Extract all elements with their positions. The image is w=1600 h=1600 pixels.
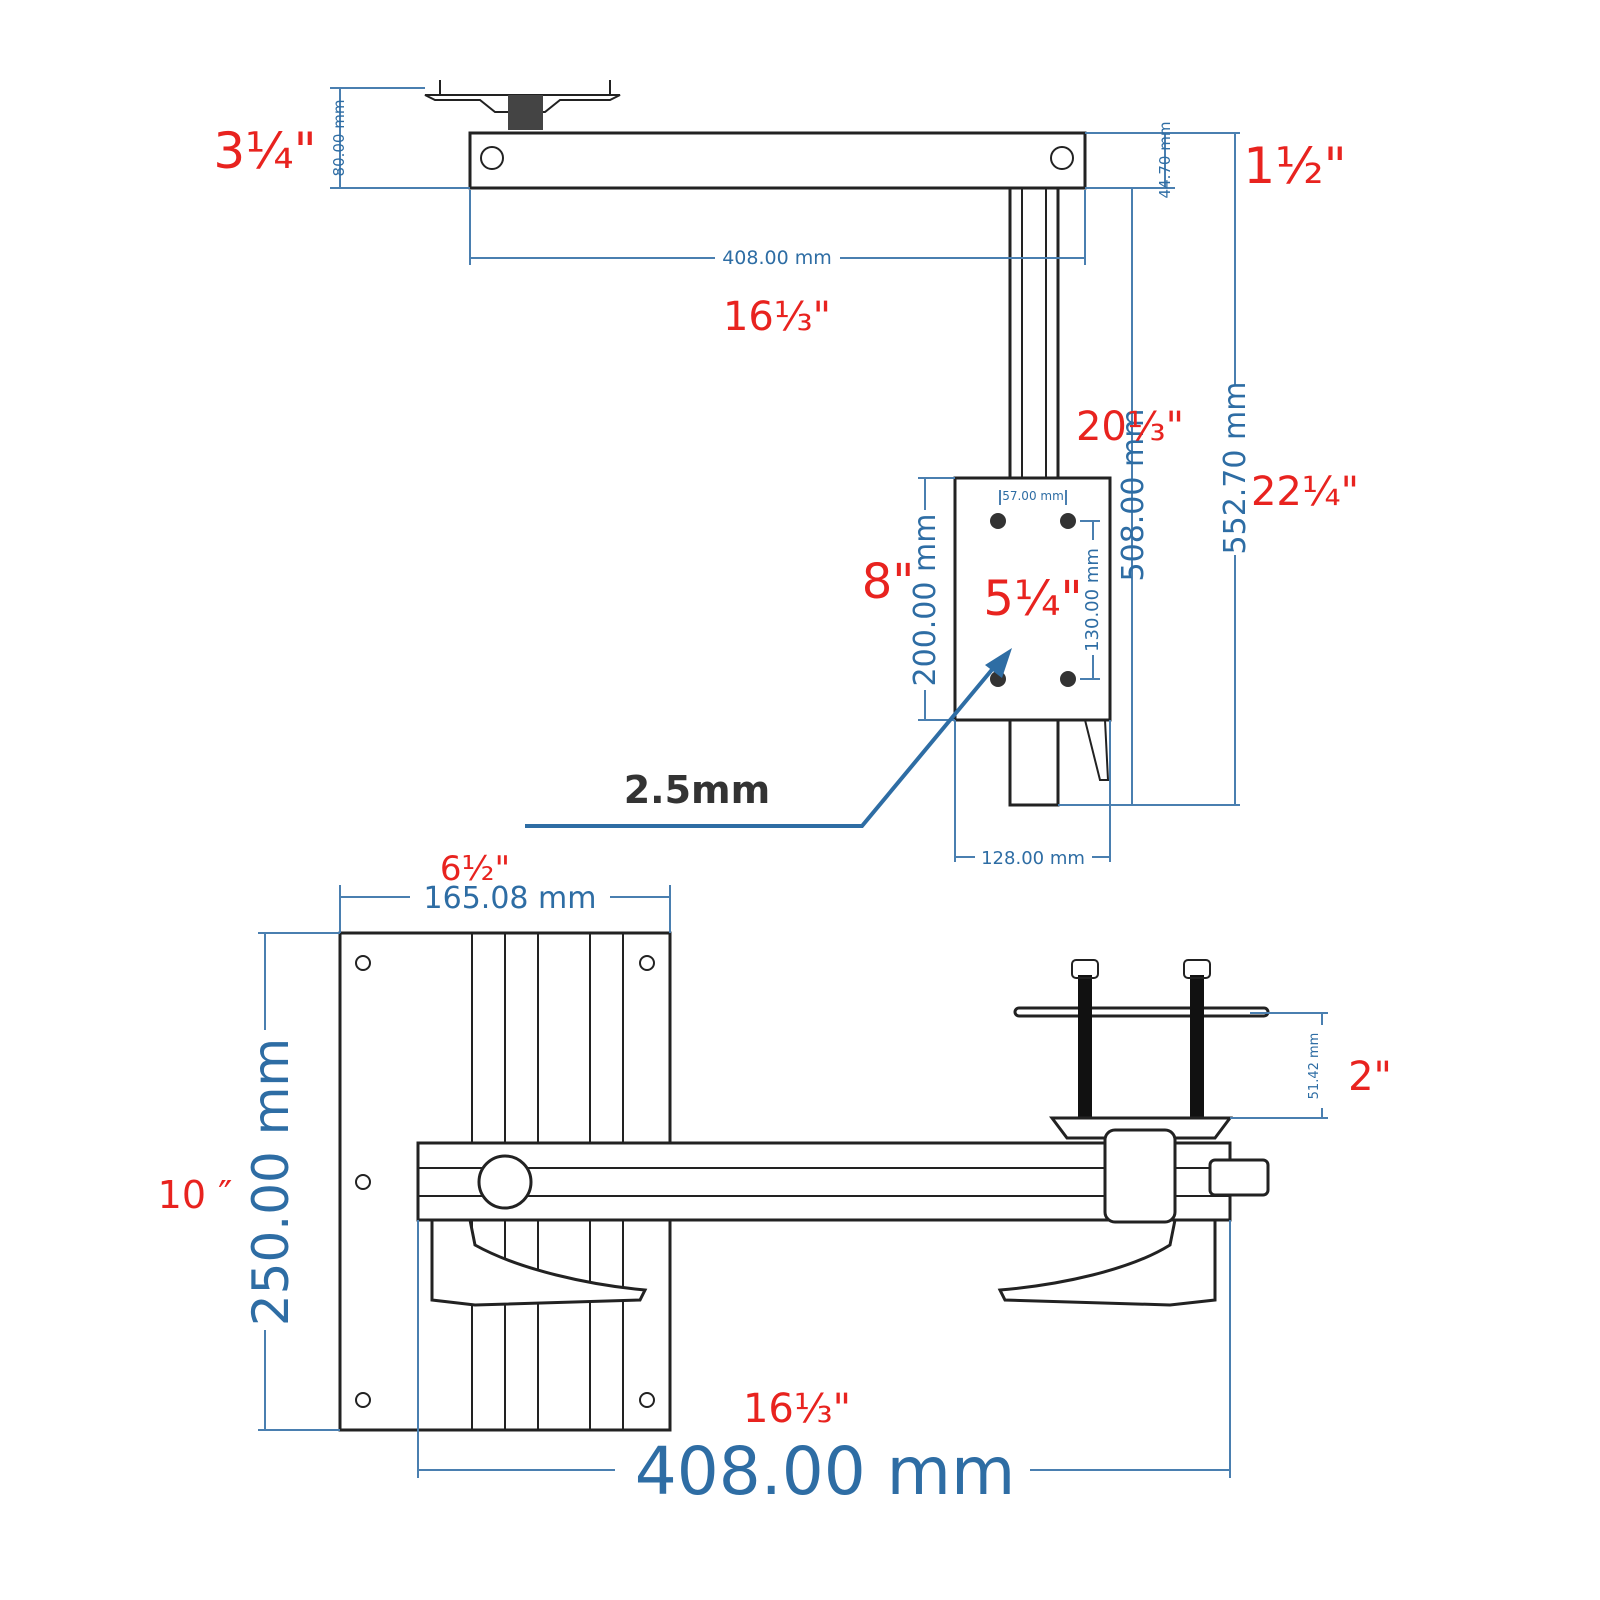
arm-length-mm: 408.00 mm	[635, 1433, 1016, 1510]
hole-spacing-v: 130.00 mm	[1082, 548, 1103, 652]
plate-height-mm: 250.00 mm	[242, 1038, 300, 1326]
bar-height-mm: 44.70 mm	[1156, 122, 1174, 199]
bar-height-in: 1½"	[1243, 137, 1346, 195]
top-width-mm: 408.00 mm	[722, 247, 832, 269]
top-width-in: 16⅓"	[723, 294, 831, 340]
mounting-holes	[990, 513, 1076, 687]
post-length-in: 20⅓"	[1076, 404, 1184, 450]
hole-spacing-h: 57.00 mm	[1002, 489, 1064, 503]
plate-width-in: 6½"	[440, 849, 510, 889]
hook	[1084, 719, 1110, 781]
adjust-knob	[477, 1154, 533, 1210]
plate-height-in: 3¼"	[213, 122, 316, 180]
end-cap	[1208, 1158, 1270, 1197]
post-length-mm: 508.00 mm	[1116, 409, 1151, 582]
total-height-mm: 552.70 mm	[1218, 382, 1253, 555]
plate-clamp	[508, 95, 543, 130]
bottom-view: 165.08 mm 6½" 250.00 mm 10 ″ 408.00 mm 1…	[158, 849, 1392, 1510]
box-width-in: 5¼"	[983, 571, 1082, 627]
plate-screws	[355, 955, 655, 1408]
clamp-gap-mm: 51.42 mm	[1307, 1033, 1322, 1100]
top-view: 408.00 mm 16⅓" 80.00 mm 3¼" 44.70 mm 1½"…	[213, 80, 1359, 869]
thickness-label: 2.5mm	[624, 768, 771, 812]
clamp-bolts	[1071, 959, 1211, 1118]
vertical-post	[1008, 186, 1060, 480]
mount-plate	[424, 80, 621, 113]
post-lower	[1008, 718, 1060, 807]
bar-hole	[1050, 146, 1074, 170]
clamp-block	[1103, 1128, 1177, 1224]
clamp-lower-plate	[1049, 1116, 1233, 1140]
box-height-mm: 200.00 mm	[908, 514, 943, 687]
arm-length-in: 16⅓"	[743, 1386, 851, 1432]
bar-hole	[480, 146, 504, 170]
lever-left	[430, 1218, 648, 1307]
clamp-top-plate	[1013, 1006, 1270, 1018]
thickness-arrow	[525, 658, 1002, 828]
plate-height-in: 10 ″	[158, 1173, 233, 1217]
total-height-in: 22¼"	[1251, 469, 1359, 515]
box-height-in: 8"	[862, 554, 915, 610]
plate-height-mm: 80.00 mm	[330, 100, 348, 177]
lever-right	[997, 1218, 1217, 1307]
box-width-mm: 128.00 mm	[981, 848, 1085, 869]
plate-width-mm: 165.08 mm	[424, 881, 597, 916]
clamp-gap-in: 2"	[1348, 1054, 1392, 1100]
horizontal-bar	[468, 131, 1087, 190]
